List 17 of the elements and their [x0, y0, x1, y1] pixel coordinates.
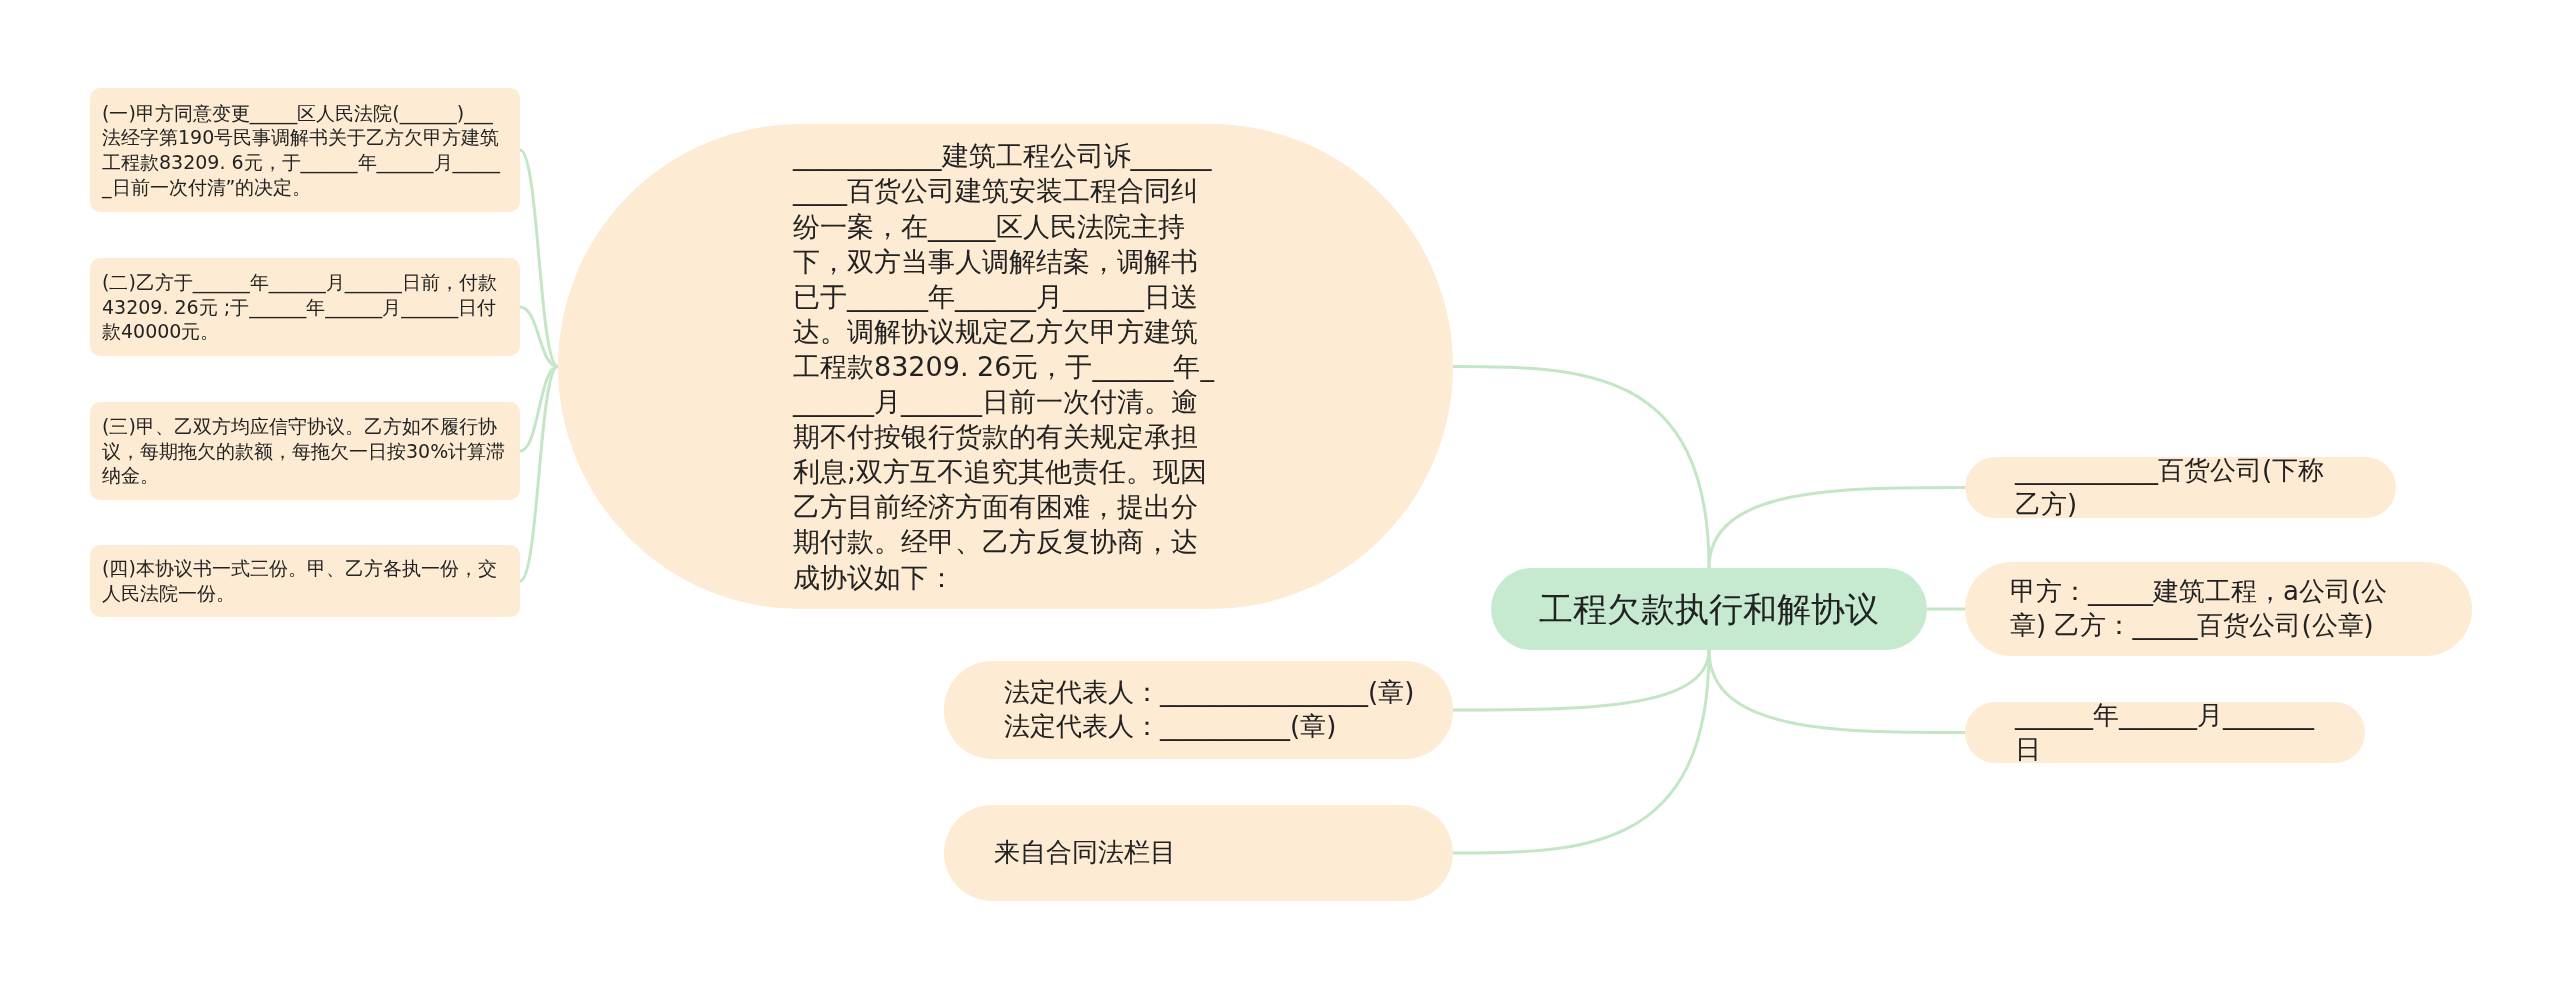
- topic-box: 法定代表人：________________(章) 法定代表人：__________(章): [944, 661, 1453, 759]
- topic-box: 甲方：_____建筑工程，a公司(公章) 乙方：_____百货公司(公章): [1965, 562, 2472, 656]
- subtopic-box: (三)甲、乙双方均应信守协议。乙方如不履行协议，每期拖欠的款额，每拖欠一日按30%计算滞纳金。: [90, 402, 520, 500]
- connector-line: [518, 148, 560, 368]
- central-topic-box: 工程欠款执行和解协议: [1491, 568, 1927, 650]
- connector-line: [1453, 649, 1711, 855]
- topic-box: 来自合同法栏目: [944, 805, 1453, 901]
- subtopic-box: (四)本协议书一式三份。甲、乙方各执一份，交人民法院一份。: [90, 545, 520, 617]
- subtopic-box: (一)甲方同意变更_____区人民法院(______)___法经字第190号民事调解书关于乙方欠甲方建筑工程款83209. 6元，于______年______月______日前一次付清”的决定。: [90, 88, 520, 212]
- connector-line: [1707, 649, 1965, 734]
- connector-line: [1707, 486, 1965, 569]
- subtopic-box: (二)乙方于______年______月______日前，付款43209. 26元 ;于______年______月______日付款40000元。: [90, 258, 520, 356]
- topic-box: ______年______月_______日: [1965, 702, 2365, 763]
- topic-box: ___________百货公司(下称乙方): [1965, 457, 2396, 518]
- connector-line: [1927, 607, 1965, 611]
- connector-line: [1453, 365, 1711, 569]
- connector-line: [518, 365, 560, 583]
